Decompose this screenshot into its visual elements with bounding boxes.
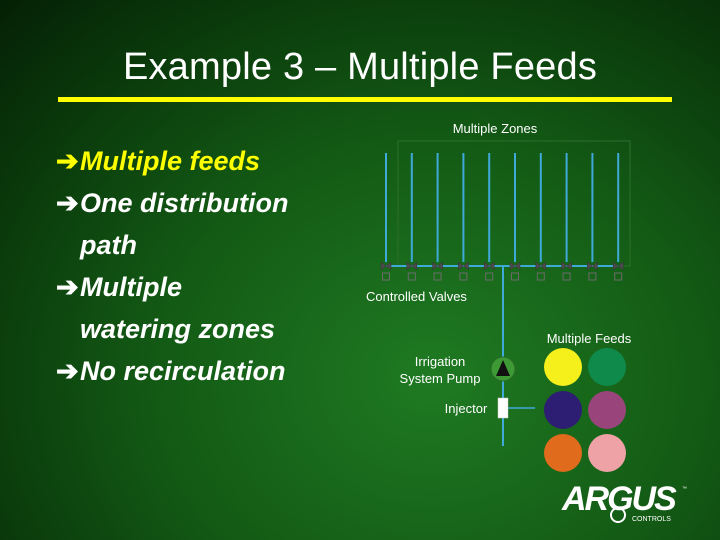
bullet-text: Multiple watering zones (80, 272, 276, 344)
bullet-item: ➔ Multiple watering zones (56, 266, 346, 350)
valve-solenoid-icon (588, 272, 597, 281)
valve-icon (561, 261, 572, 271)
feed-tank (588, 434, 626, 472)
slide-title: Example 3 – Multiple Feeds (122, 46, 598, 88)
svg-text:™: ™ (682, 486, 687, 492)
zone-lines (385, 140, 631, 267)
zones-label: Multiple Zones (453, 121, 538, 136)
logo-brand: ARGUS (561, 480, 677, 518)
title-underline (58, 97, 672, 102)
valve-solenoid-icon (459, 272, 468, 281)
feed-tank (588, 348, 626, 386)
feed-tank (544, 348, 582, 386)
argus-logo: ARGUS CONTROLS ™ (561, 480, 687, 523)
logo-sub: CONTROLS (632, 516, 671, 523)
feed-tank (544, 434, 582, 472)
valve-solenoid-icon (511, 272, 519, 281)
feed-tank (544, 391, 582, 429)
feed-tank (588, 391, 626, 429)
pump-icon (490, 356, 516, 382)
valve-icon (432, 261, 443, 271)
valve-icon (535, 261, 547, 271)
bullet-arrow-icon: ➔ (56, 356, 79, 386)
bullet-arrow-icon: ➔ (56, 272, 79, 302)
valve-solenoid-icon (562, 272, 571, 281)
valve-solenoid-icon (433, 272, 442, 281)
valve-solenoid-icon (382, 272, 390, 281)
valve-icon (458, 261, 469, 271)
bullet-arrow-icon: ➔ (56, 188, 79, 218)
bullet-list: ➔ Multiple feeds ➔ One distribution path… (56, 140, 346, 392)
valve-solenoid-icon (536, 272, 545, 281)
bullet-item: ➔ Multiple feeds (56, 140, 346, 182)
bullet-item: ➔ One distribution path (56, 182, 346, 266)
valve-icon (483, 261, 495, 271)
pump-label-line2: System Pump (400, 371, 481, 386)
bullet-text: No recirculation (80, 356, 286, 386)
injector-icon (497, 397, 509, 419)
injector-label: Injector (445, 401, 488, 416)
valve-solenoid-icon (614, 272, 623, 281)
valve-solenoid-icon (485, 272, 494, 281)
feeds-label: Multiple Feeds (547, 331, 632, 346)
valve-icon (380, 261, 392, 271)
valve-icon (587, 261, 598, 271)
feed-tanks (544, 348, 626, 472)
valves-label: Controlled Valves (366, 289, 467, 304)
pump-label-line1: Irrigation (415, 354, 466, 369)
valve-icon (509, 261, 521, 271)
valve-icon (612, 261, 624, 271)
bullet-arrow-icon: ➔ (56, 146, 79, 176)
valve-row (380, 261, 624, 281)
bullet-item: ➔ No recirculation (56, 350, 346, 392)
valve-solenoid-icon (407, 272, 416, 281)
bullet-text: Multiple feeds (80, 146, 261, 176)
valve-icon (406, 261, 418, 271)
bullet-text: One distribution path (80, 188, 289, 260)
